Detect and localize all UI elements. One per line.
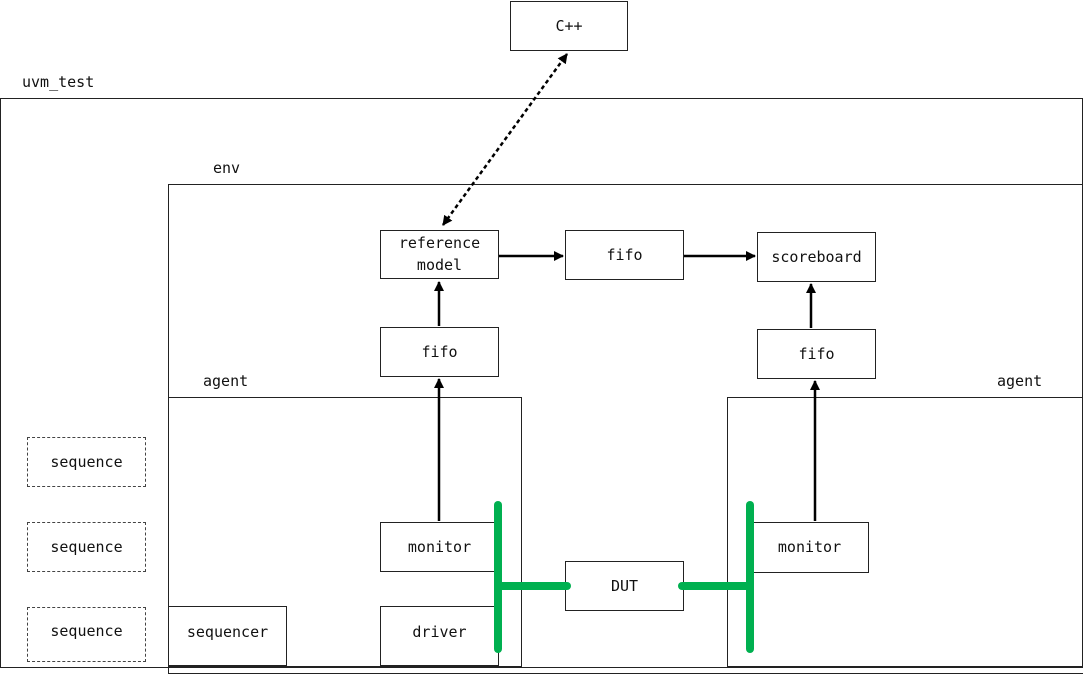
reference-model-label-line2: model <box>416 255 463 274</box>
env-label: env <box>213 159 241 177</box>
sequence-block-3: sequence <box>27 607 146 662</box>
cpp-refmodel-dotted-arrow <box>441 53 569 226</box>
sequence-block-2: sequence <box>27 522 146 572</box>
scoreboard-label: scoreboard <box>771 247 862 266</box>
fifo-right-block: fifo <box>757 329 876 379</box>
sequence-label: sequence <box>50 622 123 640</box>
reference-model-label-line1: reference <box>398 233 481 252</box>
monitor-right-block: monitor <box>750 522 869 573</box>
monitor-right-label: monitor <box>777 538 842 556</box>
sequencer-label: sequencer <box>186 622 269 641</box>
monitor-left-block: monitor <box>380 522 499 572</box>
sequence-label: sequence <box>50 537 123 556</box>
fifo-right-label: fifo <box>798 344 835 363</box>
fifo-top-label: fifo <box>606 245 643 264</box>
dut-label: DUT <box>610 576 639 595</box>
driver-block: driver <box>380 606 499 666</box>
cpp-block: C++ <box>510 1 628 51</box>
cpp-label: C++ <box>555 16 583 35</box>
connector-layer <box>434 53 820 521</box>
reference-model-block: reference model <box>380 230 499 279</box>
monitor-left-label: monitor <box>407 537 472 556</box>
fifo-left-label: fifo <box>421 342 458 361</box>
scoreboard-block: scoreboard <box>757 232 876 282</box>
bus-layer <box>494 501 754 653</box>
agent-right-label: agent <box>997 372 1043 390</box>
driver-label: driver <box>412 622 467 641</box>
fifo-top-block: fifo <box>565 230 684 280</box>
sequence-label: sequence <box>50 452 123 471</box>
sequencer-block: sequencer <box>168 606 287 666</box>
uvm-test-label: uvm_test <box>22 73 95 91</box>
sequence-block-1: sequence <box>27 437 146 487</box>
agent-left-label: agent <box>203 372 249 390</box>
fifo-left-block: fifo <box>380 327 499 377</box>
